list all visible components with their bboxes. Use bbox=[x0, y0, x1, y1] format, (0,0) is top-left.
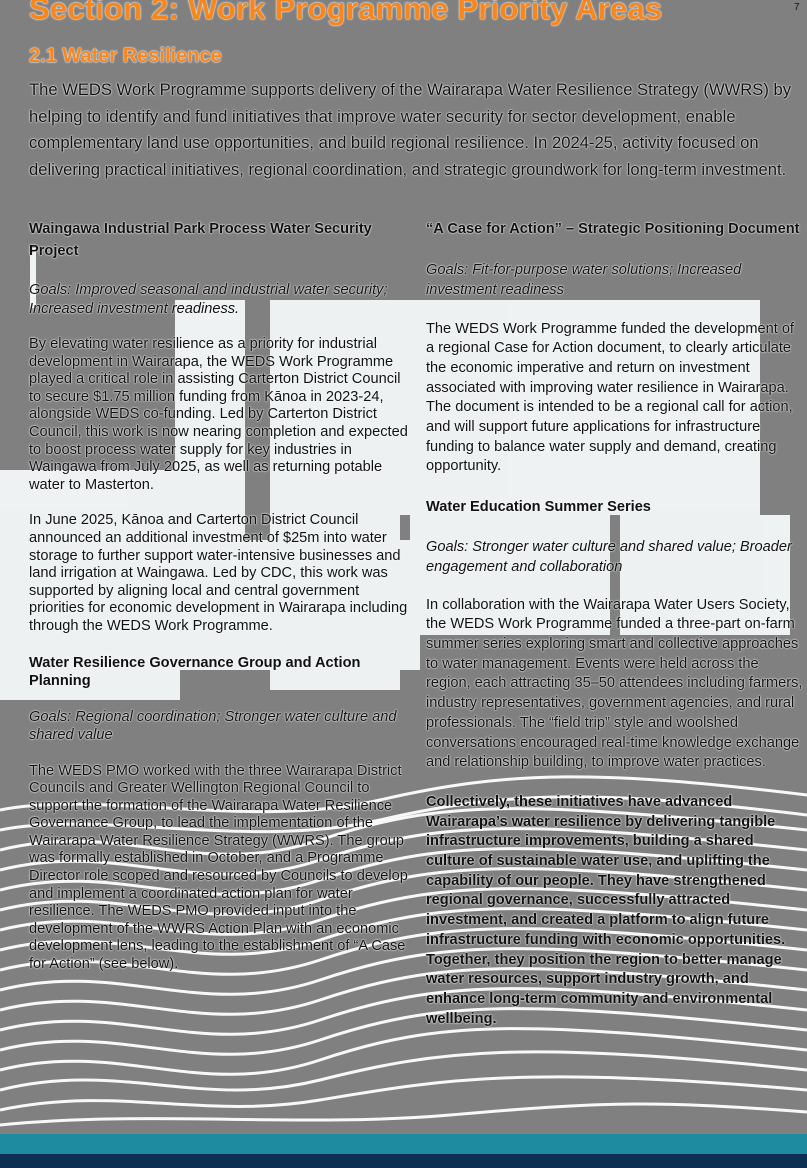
block-paragraph: The WEDS PMO worked with the three Waira… bbox=[29, 762, 408, 973]
block-title: Water Resilience Governance Group and Ac… bbox=[29, 654, 361, 689]
subsection-title: 2.1 Water Resilience bbox=[29, 45, 222, 67]
block-title: Waingawa Industrial Park Process Water S… bbox=[29, 221, 372, 259]
block-goals: Goals: Fit-for-purpose water solutions; … bbox=[426, 261, 742, 298]
block-paragraph: The WEDS Work Programme funded the devel… bbox=[426, 320, 794, 475]
block-goals: Goals: Regional coordination; Stronger w… bbox=[29, 708, 397, 744]
footer-band-teal bbox=[0, 1134, 807, 1154]
block-title: “A Case for Action” – Strategic Position… bbox=[426, 221, 800, 237]
summer-series-block: Water Education Summer Series Goals: Str… bbox=[426, 497, 804, 773]
block-title: Water Education Summer Series bbox=[426, 499, 651, 516]
block-paragraph: By elevating water resilience as a prior… bbox=[29, 336, 408, 493]
right-column: “A Case for Action” – Strategic Position… bbox=[426, 219, 804, 1029]
section-title: Section 2: Work Programme Priority Areas bbox=[29, 0, 663, 26]
block-paragraph: In June 2025, Kānoa and Carterton Distri… bbox=[29, 512, 408, 634]
left-column: Waingawa Industrial Park Process Water S… bbox=[29, 219, 414, 974]
block-goals: Goals: Stronger water culture and shared… bbox=[426, 538, 792, 575]
waingawa-project-block: Waingawa Industrial Park Process Water S… bbox=[29, 219, 414, 636]
governance-group-block: Water Resilience Governance Group and Ac… bbox=[29, 654, 414, 974]
footer-band-navy bbox=[0, 1154, 807, 1168]
page-corner-mark: 7 bbox=[794, 2, 800, 13]
intro-paragraph: The WEDS Work Programme supports deliver… bbox=[29, 80, 791, 179]
case-for-action-block: “A Case for Action” – Strategic Position… bbox=[426, 219, 804, 477]
summary-paragraph: Collectively, these initiatives have adv… bbox=[426, 793, 786, 1027]
block-goals: Goals: Improved seasonal and industrial … bbox=[29, 282, 388, 317]
block-paragraph: In collaboration with the Wairarapa Wate… bbox=[426, 596, 803, 771]
